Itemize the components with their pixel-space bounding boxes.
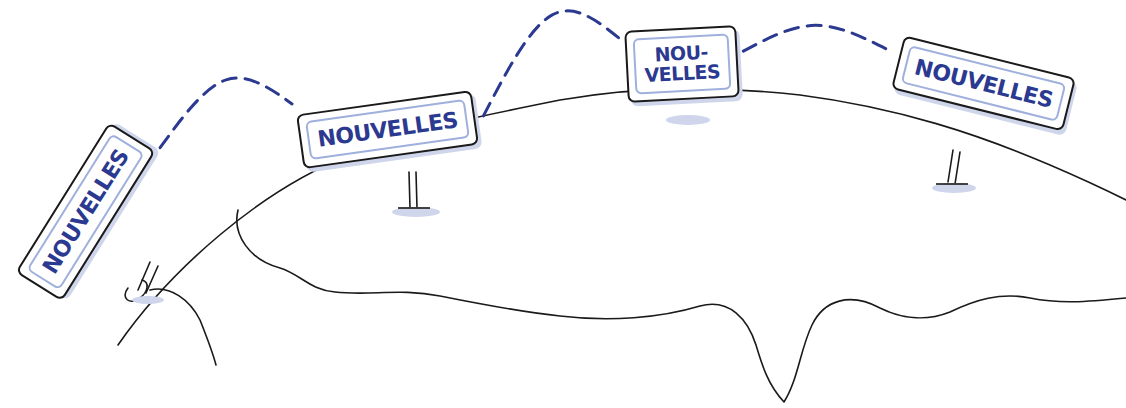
news-sign: NOUVELLES — [296, 90, 479, 169]
news-sign: NOUVELLES — [15, 122, 156, 302]
post-foot — [936, 183, 968, 185]
news-sign: NOUVELLES — [891, 35, 1077, 131]
continent-outline — [237, 210, 1126, 402]
sign-label: NOUVELLES — [901, 45, 1067, 122]
sign-label: NOUVELLES — [26, 133, 145, 291]
news-sign: NOU- VELLES — [624, 25, 739, 103]
dashed-connector — [160, 78, 292, 148]
dashed-connector — [743, 25, 887, 51]
globe-horizon — [118, 89, 1126, 345]
ground-shadow — [392, 207, 440, 217]
sign-label: NOU- VELLES — [633, 34, 731, 95]
sign-post — [409, 172, 417, 208]
ground-shadow — [932, 183, 976, 193]
ground-shadow — [132, 296, 164, 304]
post-foot — [398, 207, 430, 209]
dashed-connector — [483, 11, 620, 116]
sign-post — [948, 150, 960, 184]
sign-post — [138, 262, 158, 293]
ground-shadow — [666, 115, 710, 125]
sign-label: NOUVELLES — [305, 99, 470, 160]
